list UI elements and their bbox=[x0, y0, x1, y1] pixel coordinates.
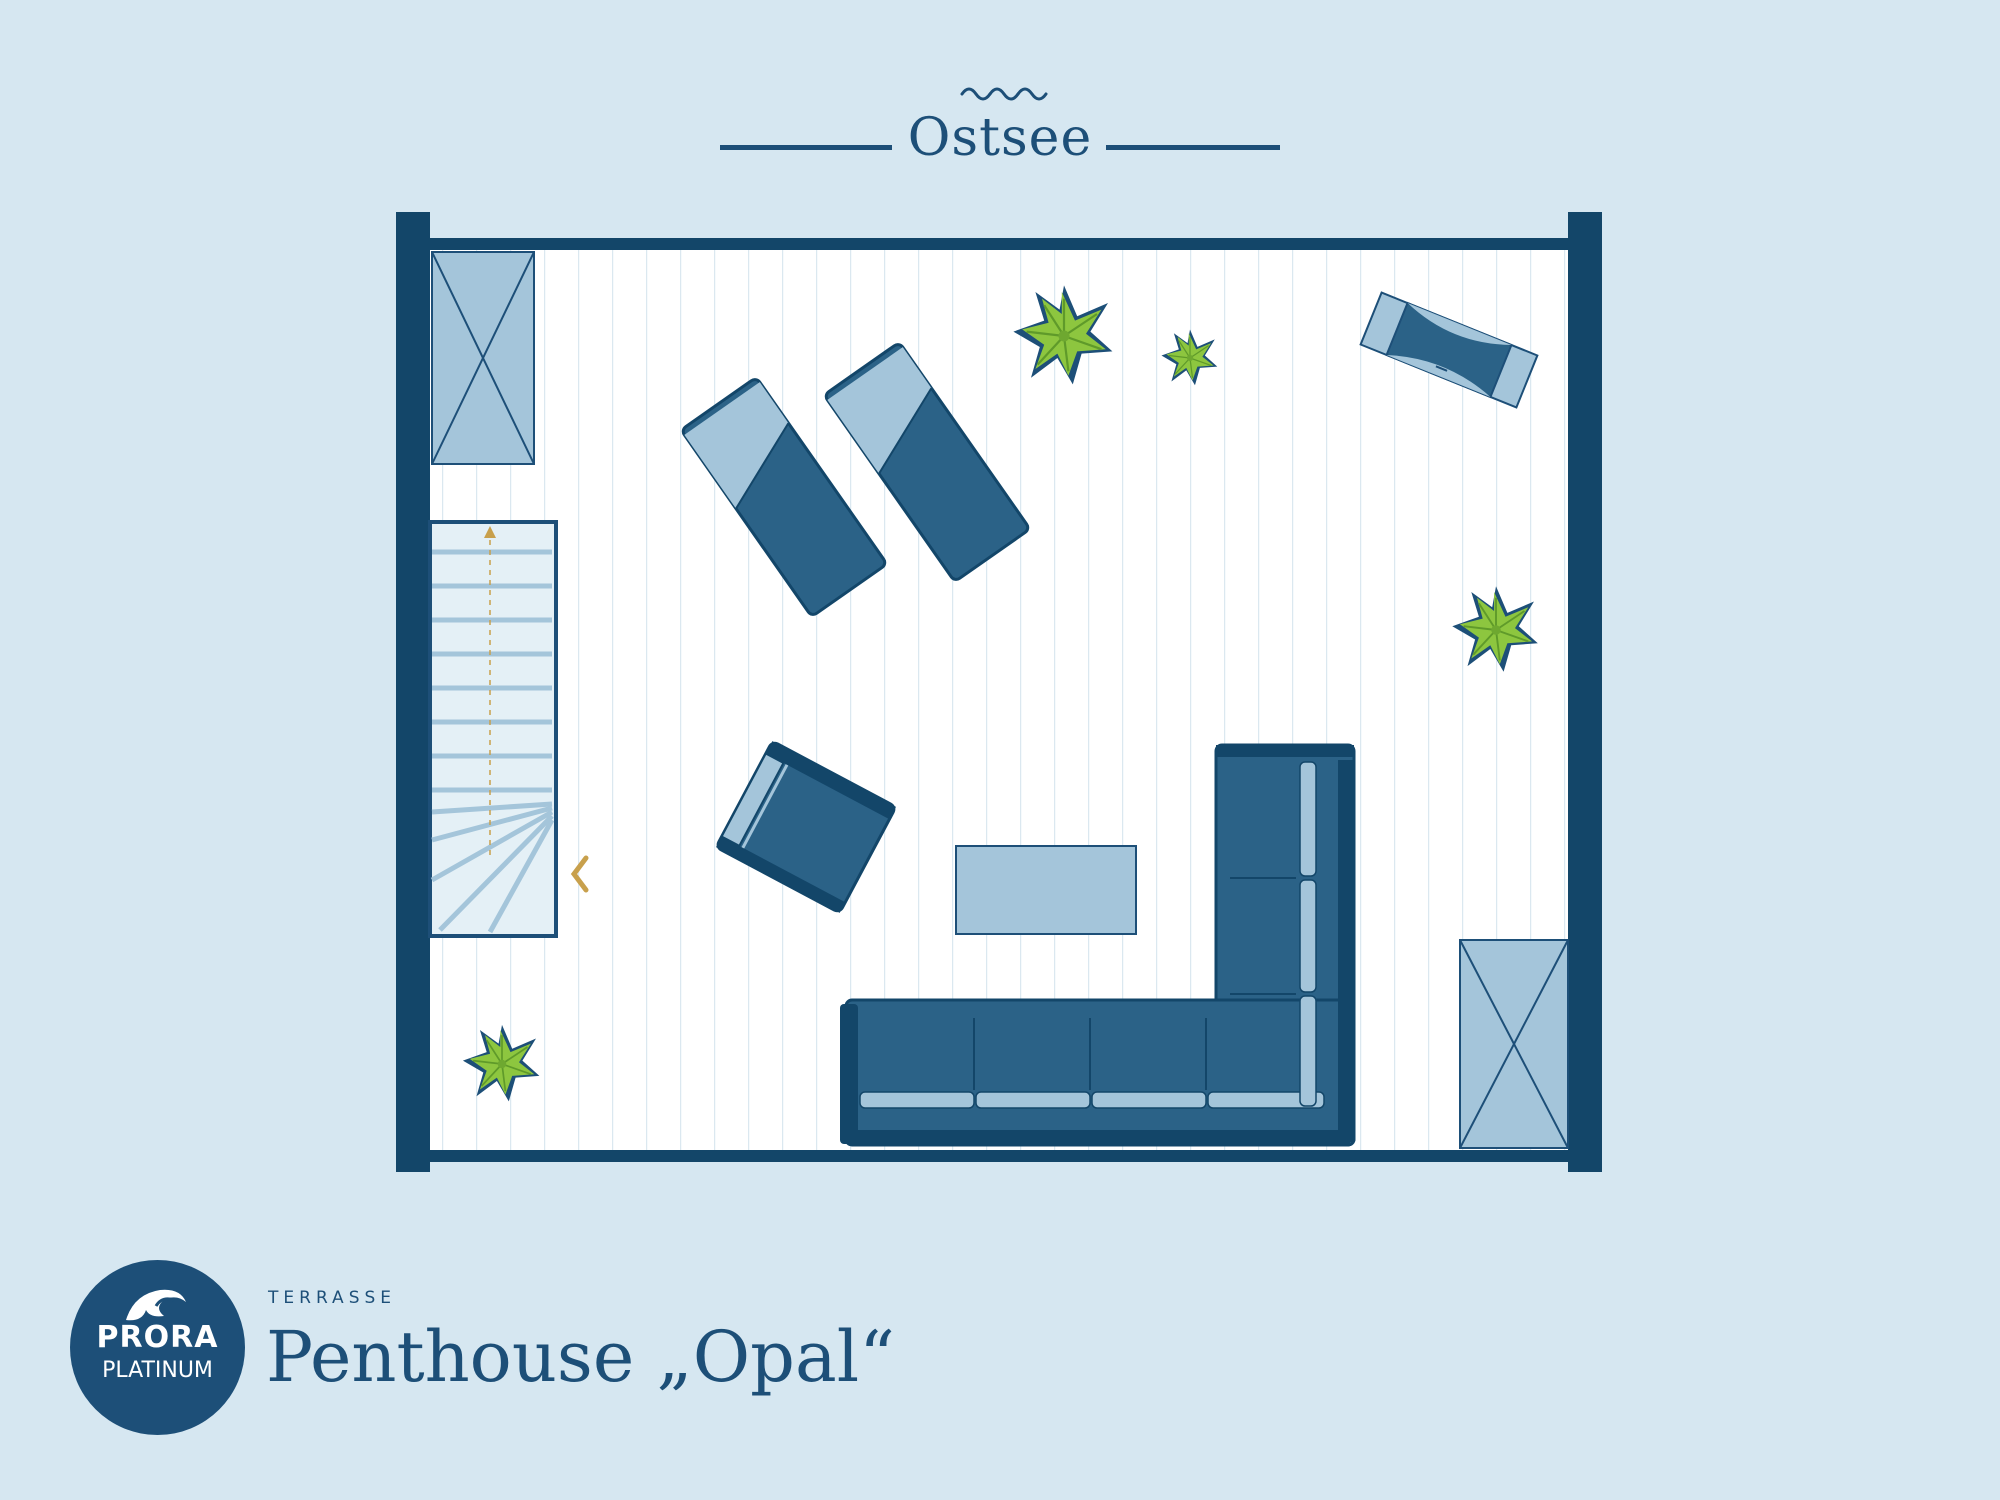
plan-label: TERRASSE bbox=[268, 1288, 397, 1308]
title-rule-right bbox=[1106, 145, 1280, 150]
sun-lounger-right bbox=[824, 343, 1030, 581]
wave-icon bbox=[960, 87, 1048, 101]
corner-sofa bbox=[840, 743, 1356, 1147]
storage-cabinet-bottom-right bbox=[1459, 939, 1569, 1149]
armchair-left bbox=[716, 741, 896, 913]
plan-title: Penthouse „Opal“ bbox=[266, 1316, 895, 1398]
coffee-table bbox=[955, 845, 1137, 935]
chevron-left-icon bbox=[570, 855, 589, 893]
staircase bbox=[428, 520, 558, 938]
wall-left bbox=[396, 212, 430, 1172]
railing-top bbox=[430, 238, 1568, 250]
wall-right bbox=[1568, 212, 1602, 1172]
sea-label: Ostsee bbox=[907, 108, 1093, 168]
armchair-top-right bbox=[1359, 291, 1539, 409]
wave-logo-icon bbox=[126, 1289, 186, 1321]
sun-lounger-left bbox=[681, 378, 887, 616]
brand-logo: PRORA PLATINUM bbox=[70, 1260, 245, 1435]
railing-bottom bbox=[430, 1150, 1568, 1162]
storage-cabinet-top-left bbox=[431, 251, 535, 465]
title-rule-left bbox=[720, 145, 892, 150]
logo-text-platinum: PLATINUM bbox=[102, 1358, 213, 1383]
logo-text-prora: PRORA bbox=[96, 1320, 219, 1355]
